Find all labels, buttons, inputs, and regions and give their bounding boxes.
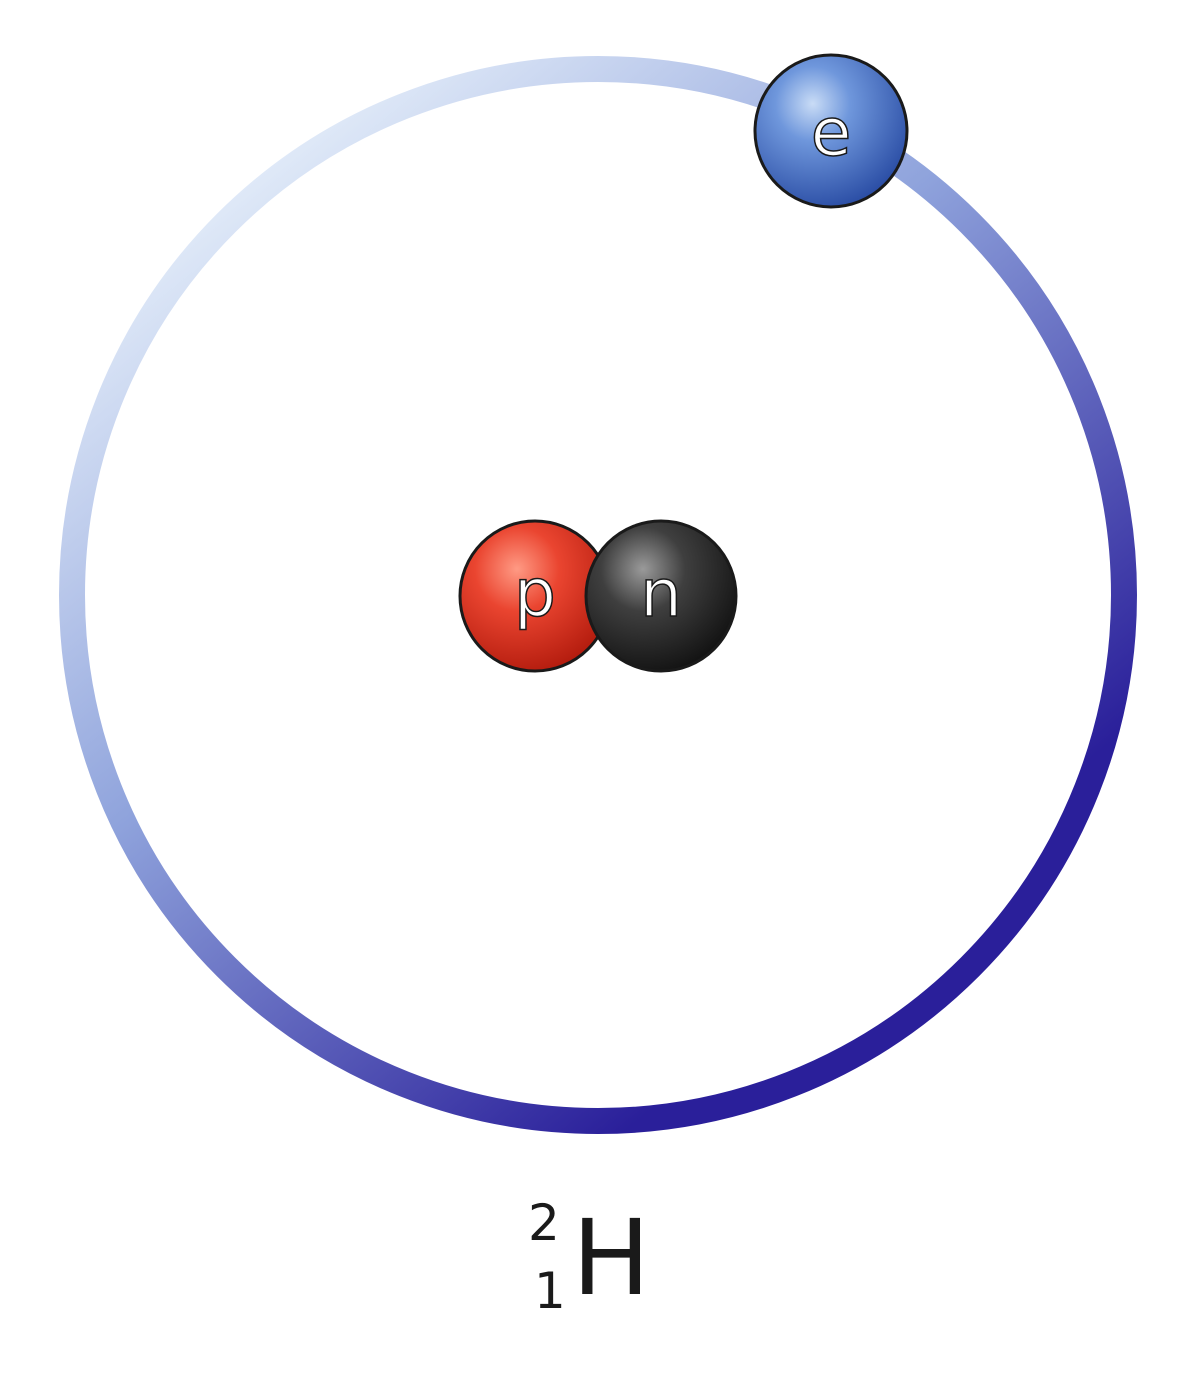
atomic-number: 1 bbox=[534, 1262, 566, 1320]
mass-number: 2 bbox=[528, 1194, 560, 1252]
neutron-label: n bbox=[640, 555, 682, 632]
proton-label: p bbox=[514, 555, 556, 632]
electron: e bbox=[753, 53, 909, 209]
electron-label: e bbox=[811, 94, 852, 171]
element-symbol: H bbox=[572, 1197, 651, 1319]
proton: p bbox=[458, 519, 612, 673]
neutron: n bbox=[584, 519, 738, 673]
electron-orbit bbox=[59, 56, 1137, 1134]
isotope-notation: 2 1 H bbox=[520, 1190, 720, 1330]
